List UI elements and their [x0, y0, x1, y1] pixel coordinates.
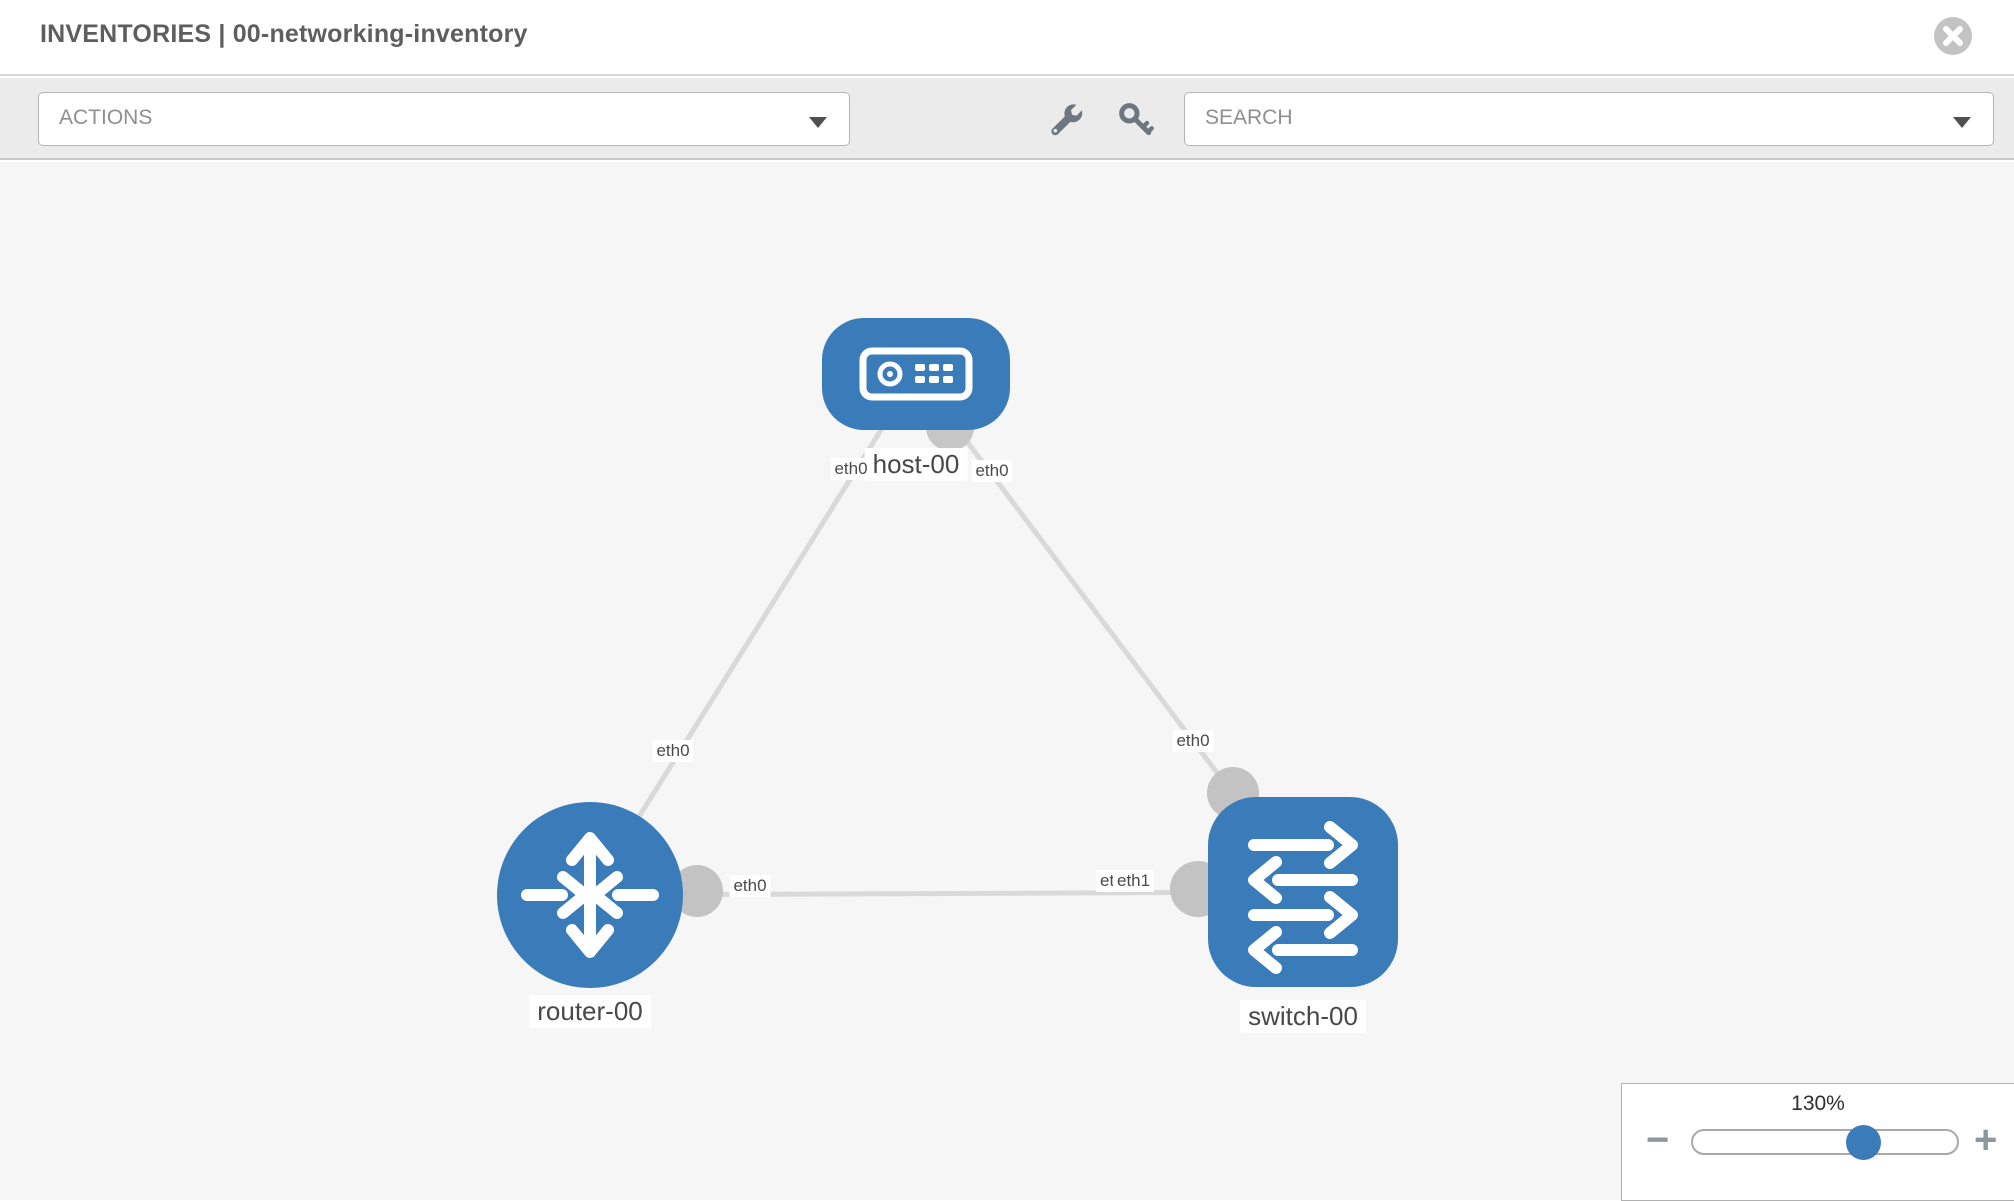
node-host-00[interactable] — [822, 318, 1010, 430]
interface-label: eth1 — [1113, 870, 1155, 892]
close-button[interactable] — [1934, 17, 1972, 55]
topology-svg — [497, 318, 1398, 988]
actions-dropdown-label: ACTIONS — [59, 106, 153, 129]
topology-canvas[interactable]: host-00 router-00 switch-00 eth0 eth0 et… — [0, 162, 2014, 1200]
interface-label: eth0 — [729, 875, 771, 897]
link-host-switch[interactable] — [914, 372, 1235, 796]
tools-button[interactable] — [1046, 100, 1086, 140]
node-router-00[interactable] — [497, 802, 683, 988]
interface-label: eth0 — [830, 458, 872, 480]
search-dropdown-label: SEARCH — [1205, 106, 1293, 129]
host-icon — [859, 347, 973, 401]
interface-label: eth0 — [652, 740, 694, 762]
switch-icon — [1248, 821, 1358, 974]
wrench-icon — [1051, 104, 1083, 136]
search-dropdown[interactable]: SEARCH — [1184, 92, 1994, 146]
chevron-down-icon — [809, 117, 827, 128]
interface-label: eth0 — [1172, 730, 1214, 752]
page-title: INVENTORIES | 00-networking-inventory — [40, 20, 528, 48]
header: INVENTORIES | 00-networking-inventory — [0, 0, 2014, 76]
node-switch-00[interactable] — [1208, 797, 1398, 987]
toolbar: ACTIONS SEARCH — [0, 78, 2014, 160]
actions-dropdown[interactable]: ACTIONS — [38, 92, 850, 146]
zoom-slider-track[interactable] — [1691, 1129, 1959, 1155]
router-icon — [521, 832, 659, 958]
key-icon — [1119, 103, 1154, 136]
credentials-button[interactable] — [1116, 100, 1156, 140]
close-icon — [1943, 26, 1963, 46]
node-label-switch: switch-00 — [1240, 1000, 1366, 1033]
node-label-router: router-00 — [529, 995, 651, 1028]
port-icon-router-eth0 — [671, 865, 723, 917]
interface-label: eth0 — [971, 460, 1013, 482]
zoom-in-button[interactable]: + — [1974, 1118, 1998, 1162]
chevron-down-icon — [1953, 117, 1971, 128]
zoom-level-label: 130% — [1791, 1092, 1845, 1115]
zoom-slider-thumb[interactable] — [1846, 1125, 1881, 1160]
node-label-host: host-00 — [864, 448, 968, 481]
zoom-out-button[interactable]: − — [1646, 1118, 1670, 1162]
zoom-panel: 130% − + — [1621, 1083, 2014, 1201]
